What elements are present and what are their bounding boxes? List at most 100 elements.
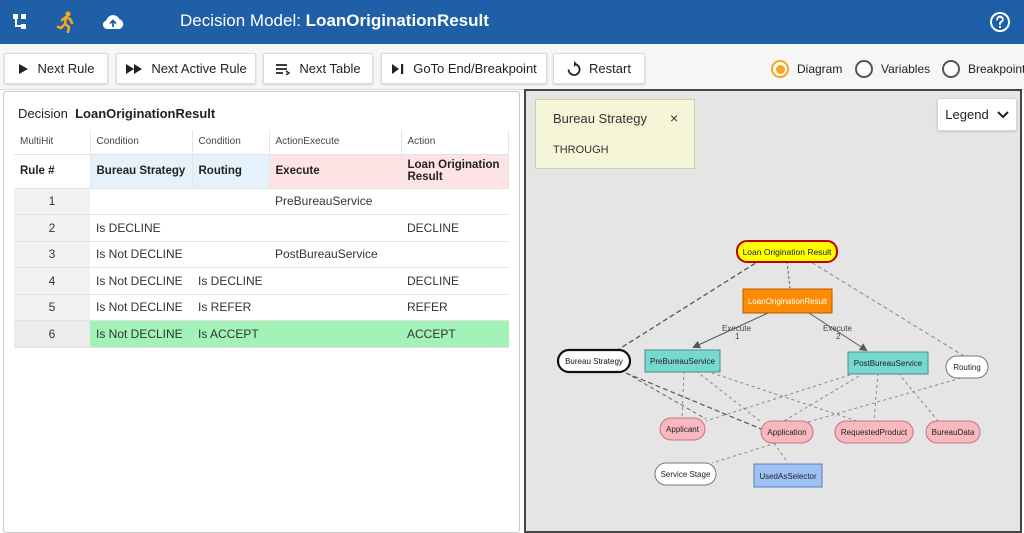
- node-tooltip: Bureau Strategy × THROUGH: [535, 99, 695, 169]
- edge-label-execute-2: Execute: [823, 324, 852, 333]
- table-cell: DECLINE: [401, 214, 509, 242]
- table-row[interactable]: 1 PreBureauService: [14, 188, 509, 215]
- table-row[interactable]: 5 Is Not DECLINE Is REFER REFER: [14, 294, 509, 321]
- node-label: UsedAsSelector: [759, 472, 817, 481]
- table-cell: Is DECLINE: [192, 267, 269, 295]
- tooltip-value: THROUGH: [553, 144, 609, 156]
- table-row[interactable]: 2 Is DECLINE DECLINE: [14, 214, 509, 242]
- edge-line: [873, 372, 879, 422]
- table-cell: PreBureauService: [269, 188, 401, 215]
- node-used-as-selector[interactable]: UsedAsSelector: [753, 463, 823, 488]
- column-header-action[interactable]: Loan Origination Result: [401, 154, 509, 189]
- node-label: Loan Origination Result: [743, 247, 832, 257]
- column-header-rule: Rule #: [14, 154, 91, 189]
- decision-header: Decision LoanOriginationResult: [18, 106, 215, 121]
- help-icon[interactable]: [988, 10, 1012, 34]
- cloud-upload-icon[interactable]: [101, 10, 125, 34]
- restart-icon: [567, 60, 581, 76]
- diagram-edges: [615, 258, 965, 464]
- column-header-action[interactable]: Execute: [269, 154, 402, 189]
- page-title: Decision Model: LoanOriginationResult: [180, 11, 489, 31]
- table-cell: [401, 241, 509, 268]
- skip-to-end-icon: [392, 63, 404, 74]
- table-cell: Is Not DECLINE: [90, 320, 192, 348]
- edge-line: [625, 372, 767, 432]
- tooltip-title: Bureau Strategy: [553, 111, 647, 126]
- node-label: Applicant: [666, 425, 700, 434]
- column-header-condition[interactable]: Bureau Strategy: [90, 154, 193, 189]
- debug-toolbar: Next Rule Next Active Rule Next Table Go…: [0, 44, 1024, 90]
- table-row[interactable]: 3 Is Not DECLINE PostBureauService: [14, 241, 509, 268]
- next-rule-button[interactable]: Next Rule: [4, 53, 108, 84]
- decision-table-panel: Decision LoanOriginationResult MultiHit …: [3, 91, 520, 533]
- table-cell: [90, 188, 192, 215]
- node-post-bureau-service[interactable]: PostBureauService: [847, 351, 929, 375]
- variables-radio-label: Variables: [881, 62, 931, 76]
- next-table-button[interactable]: Next Table: [263, 53, 373, 84]
- edge-label-execute-1-num: 1: [735, 332, 740, 341]
- node-bureau-data[interactable]: BureauData: [925, 420, 981, 444]
- node-loan-origination-result-table[interactable]: LoanOriginationResult: [742, 288, 833, 314]
- node-loan-origination-result[interactable]: Loan Origination Result: [736, 240, 838, 263]
- rule-number: 4: [14, 267, 90, 295]
- table-cell: Is ACCEPT: [192, 320, 269, 348]
- node-label: Application: [767, 428, 806, 437]
- table-row-active[interactable]: 6 Is Not DECLINE Is ACCEPT ACCEPT: [14, 320, 509, 348]
- table-cell: PostBureauService: [269, 241, 401, 268]
- radio-indicator: [855, 60, 873, 78]
- diagram-panel[interactable]: Execute 1 Execute 2 Loan Origination Res…: [524, 89, 1022, 533]
- column-types-row: MultiHit Condition Condition ActionExecu…: [14, 130, 509, 155]
- rule-number: 1: [14, 188, 90, 215]
- next-active-rule-label: Next Active Rule: [151, 61, 247, 76]
- table-cell: [401, 188, 509, 215]
- node-label: RequestedProduct: [841, 428, 908, 437]
- runner-icon[interactable]: [54, 10, 78, 34]
- table-row[interactable]: 4 Is Not DECLINE Is DECLINE DECLINE: [14, 267, 509, 295]
- decision-table: MultiHit Condition Condition ActionExecu…: [14, 130, 509, 348]
- node-label: PostBureauService: [854, 359, 923, 368]
- chevron-down-icon: [996, 110, 1009, 118]
- edge-line: [773, 442, 789, 464]
- title-model-name: LoanOriginationResult: [305, 11, 489, 30]
- node-label: PreBureauService: [650, 357, 715, 366]
- column-type: ActionExecute: [269, 130, 402, 155]
- edge-line: [805, 258, 965, 357]
- rule-number: 5: [14, 294, 90, 321]
- table-cell: Is Not DECLINE: [90, 241, 192, 268]
- rule-number: 6: [14, 320, 90, 348]
- column-header-condition[interactable]: Routing: [192, 154, 270, 189]
- node-applicant[interactable]: Applicant: [659, 417, 706, 441]
- dependency-diagram[interactable]: Execute 1 Execute 2 Loan Origination Res…: [526, 91, 1020, 531]
- table-cell: [269, 320, 401, 348]
- rule-number: 3: [14, 241, 90, 268]
- goto-end-button[interactable]: GoTo End/Breakpoint: [381, 53, 547, 84]
- node-routing[interactable]: Routing: [945, 355, 989, 379]
- goto-end-label: GoTo End/Breakpoint: [413, 61, 537, 76]
- legend-button[interactable]: Legend: [937, 98, 1017, 131]
- node-pre-bureau-service[interactable]: PreBureauService: [644, 349, 721, 373]
- close-icon[interactable]: ×: [670, 110, 679, 126]
- radio-selected-indicator: [771, 60, 789, 78]
- node-label: LoanOriginationResult: [748, 297, 828, 306]
- variables-radio[interactable]: Variables: [855, 60, 930, 78]
- diagram-radio-label: Diagram: [797, 62, 843, 76]
- column-type: MultiHit: [14, 130, 91, 155]
- node-service-stage[interactable]: Service Stage: [654, 462, 717, 486]
- restart-button[interactable]: Restart: [553, 53, 645, 84]
- breakpoints-radio[interactable]: Breakpoints: [942, 60, 1024, 78]
- diagram-radio[interactable]: Diagram: [771, 60, 842, 78]
- node-application[interactable]: Application: [760, 420, 814, 444]
- edge-line: [692, 312, 769, 349]
- node-bureau-strategy[interactable]: Bureau Strategy: [556, 348, 632, 374]
- next-active-rule-button[interactable]: Next Active Rule: [116, 53, 256, 84]
- node-label: Bureau Strategy: [565, 357, 623, 366]
- node-requested-product[interactable]: RequestedProduct: [834, 420, 914, 444]
- table-cell: [269, 214, 401, 242]
- node-label: BureauData: [932, 428, 975, 437]
- edge-line: [695, 370, 761, 422]
- table-cell: [192, 214, 269, 242]
- play-icon: [19, 63, 29, 74]
- table-cell: ACCEPT: [401, 320, 509, 348]
- decision-label: Decision: [18, 106, 68, 121]
- hierarchy-icon[interactable]: [10, 10, 34, 34]
